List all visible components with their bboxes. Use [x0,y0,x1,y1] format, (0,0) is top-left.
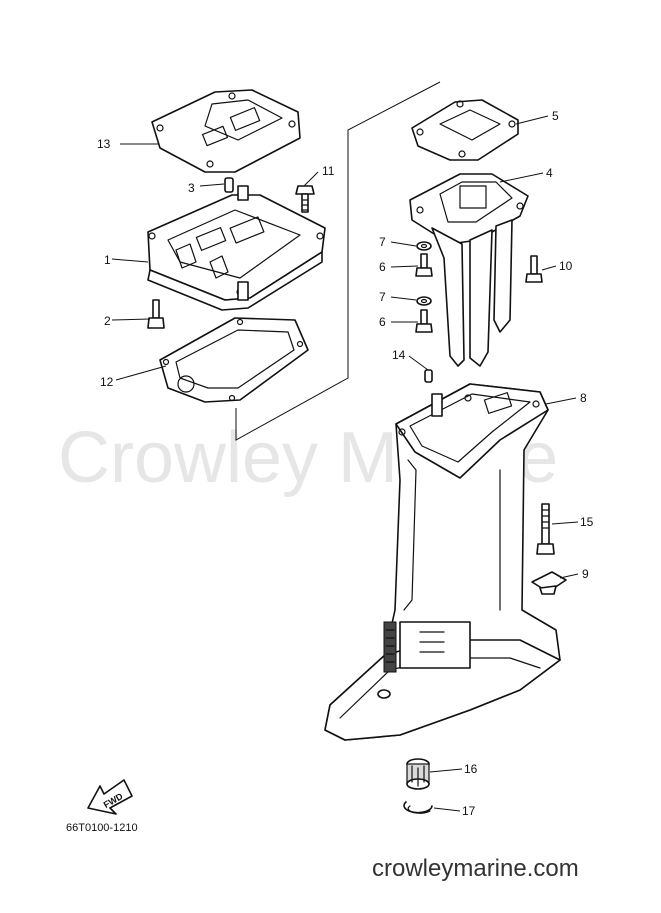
part-17-circlip [403,801,433,814]
part-12-gasket [159,317,309,403]
callout-7a: 7 [379,235,386,249]
callout-8: 8 [580,391,587,405]
callout-14: 14 [392,348,406,362]
callout-11: 11 [322,164,335,178]
callouts: 13 3 11 1 2 12 5 4 7 6 7 6 10 14 8 15 9 … [97,109,594,818]
callout-9: 9 [582,567,589,581]
leader-lines [111,115,579,812]
group-bracket [235,81,441,441]
callout-13: 13 [97,137,111,151]
part-11-bolt [295,185,315,213]
callout-17: 17 [462,804,476,818]
callout-6a: 6 [379,260,386,274]
part-14-dowel-pin [424,369,433,383]
callout-1: 1 [104,253,111,267]
part-6-bolt-a [415,253,433,277]
part-13-gasket [151,89,301,173]
part-5-gasket [411,99,519,161]
callout-4: 4 [546,166,553,180]
callout-7b: 7 [379,290,386,304]
callout-16: 16 [464,762,478,776]
callout-2: 2 [104,314,111,328]
callout-12: 12 [100,375,114,389]
part-15-bolt [536,503,555,555]
part-16-bushing [406,758,430,790]
part-10-bolt [525,255,543,283]
part-9-cap [531,571,567,595]
callout-5: 5 [552,109,559,123]
part-7-washer-b [416,296,432,306]
callout-3: 3 [188,181,195,195]
part-3-dowel-pin [224,177,234,193]
callout-15: 15 [580,515,594,529]
diagram-code: 66T0100-1210 [66,822,138,834]
part-8-upper-casing [324,383,561,741]
callout-6b: 6 [379,315,386,329]
part-2-bolt [147,299,165,329]
part-1-exhaust-guide [147,185,326,311]
fwd-arrow: FWD [87,779,133,815]
part-6-bolt-b [415,309,433,333]
callout-10: 10 [559,259,573,273]
website-footer: crowleymarine.com [372,855,579,882]
part-4-exhaust-manifold [409,173,529,367]
part-7-washer-a [416,241,432,251]
